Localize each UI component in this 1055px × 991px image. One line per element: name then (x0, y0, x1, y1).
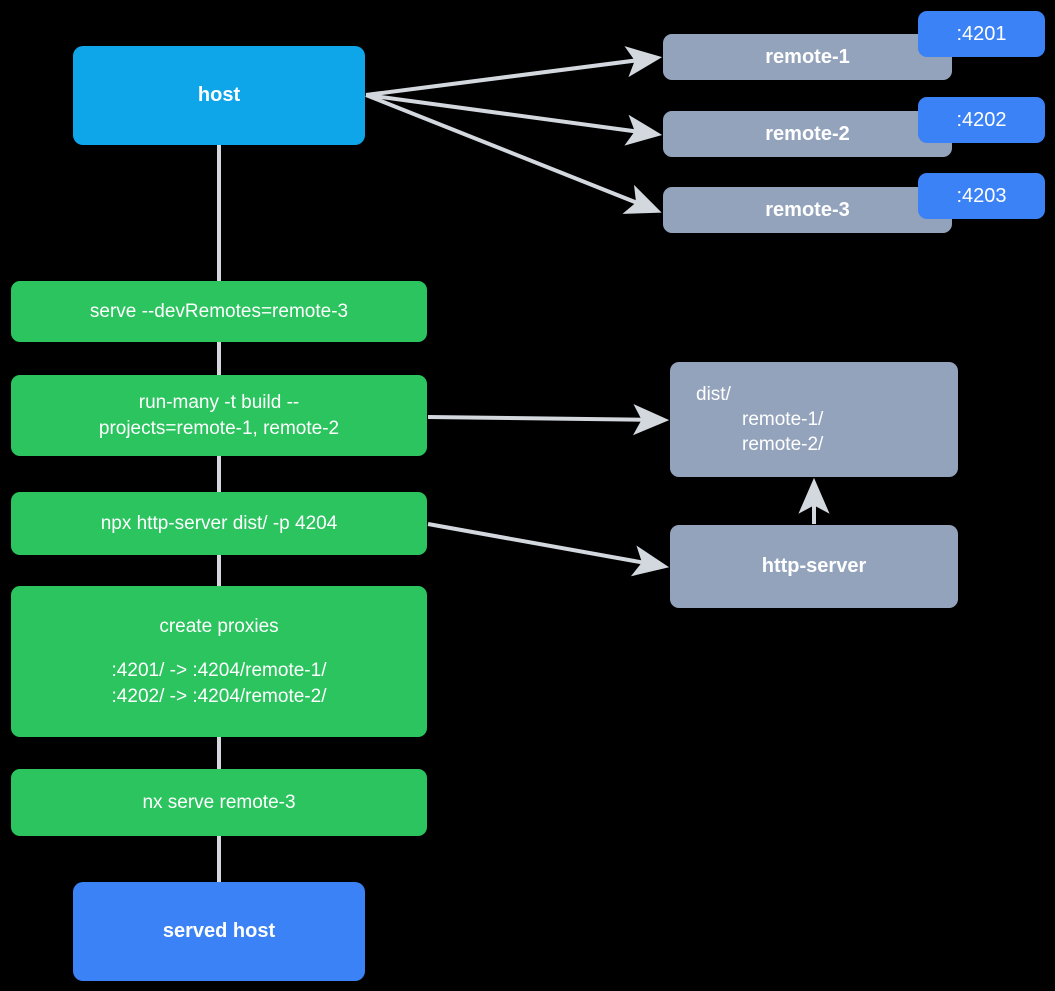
badge-port-remote-2[interactable]: :4202 (918, 97, 1045, 143)
node-host[interactable]: host (73, 46, 365, 145)
command-serve-devremotes-line-1: serve --devRemotes=remote-3 (89, 300, 349, 322)
node-command-nx-serve-remote-3[interactable]: nx serve remote-3 (11, 769, 427, 836)
node-remote-1[interactable]: remote-1 (663, 34, 952, 80)
edge-host-to-remote-1 (365, 46, 663, 97)
node-command-serve-devremotes[interactable]: serve --devRemotes=remote-3 (11, 281, 427, 342)
edge-runmany-to-dist (427, 404, 670, 436)
node-remote-2-label: remote-2 (765, 122, 850, 145)
badge-port-remote-2-label: :4202 (956, 108, 1007, 131)
node-remote-2[interactable]: remote-2 (663, 111, 952, 157)
badge-port-remote-1[interactable]: :4201 (918, 11, 1045, 57)
node-served-host-label: served host (162, 920, 276, 943)
connector-serve-to-runmany (217, 338, 221, 380)
edge-npx-to-httpserver (427, 522, 670, 577)
command-nx-serve-remote-3-line-1: nx serve remote-3 (142, 791, 296, 813)
badge-port-remote-3[interactable]: :4203 (918, 173, 1045, 219)
node-command-npx-http-server[interactable]: npx http-server dist/ -p 4204 (11, 492, 427, 555)
command-npx-http-server-line-1: npx http-server dist/ -p 4204 (100, 512, 338, 534)
node-command-run-many-build[interactable]: run-many -t build -- projects=remote-1, … (11, 375, 427, 456)
connector-npx-to-proxies (217, 551, 221, 590)
command-create-proxies-mapping-2: :4202/ -> :4204/remote-2/ (111, 685, 327, 707)
node-remote-3-label: remote-3 (765, 198, 850, 221)
command-create-proxies-title: create proxies (159, 616, 279, 638)
dist-folder-line-3: remote-2/ (742, 434, 824, 456)
badge-port-remote-3-label: :4203 (956, 184, 1007, 207)
connector-nxserve-to-servedhost (217, 832, 221, 886)
node-command-create-proxies[interactable]: create proxies :4201/ -> :4204/remote-1/… (11, 586, 427, 737)
badge-port-remote-1-label: :4201 (956, 22, 1007, 45)
connector-proxies-to-nxserve (217, 733, 221, 769)
dist-folder-line-1: dist/ (696, 383, 731, 405)
node-http-server[interactable]: http-server (670, 525, 958, 608)
edge-host-to-remote-2 (365, 93, 663, 146)
command-create-proxies-mapping-1: :4201/ -> :4204/remote-1/ (111, 660, 327, 682)
connector-host-to-serve (217, 143, 221, 285)
node-served-host[interactable]: served host (73, 882, 365, 981)
dist-folder-line-2: remote-1/ (742, 408, 824, 430)
node-host-label: host (197, 84, 241, 107)
node-remote-3[interactable]: remote-3 (663, 187, 952, 233)
node-remote-1-label: remote-1 (765, 45, 850, 68)
node-http-server-label: http-server (761, 555, 867, 578)
command-run-many-line-1: run-many -t build -- (138, 392, 300, 414)
connector-runmany-to-npx (217, 452, 221, 496)
node-dist-folder[interactable]: dist/ remote-1/ remote-2/ (670, 362, 958, 477)
edge-host-to-remote-3 (365, 93, 662, 214)
command-run-many-line-2: projects=remote-1, remote-2 (98, 417, 340, 439)
